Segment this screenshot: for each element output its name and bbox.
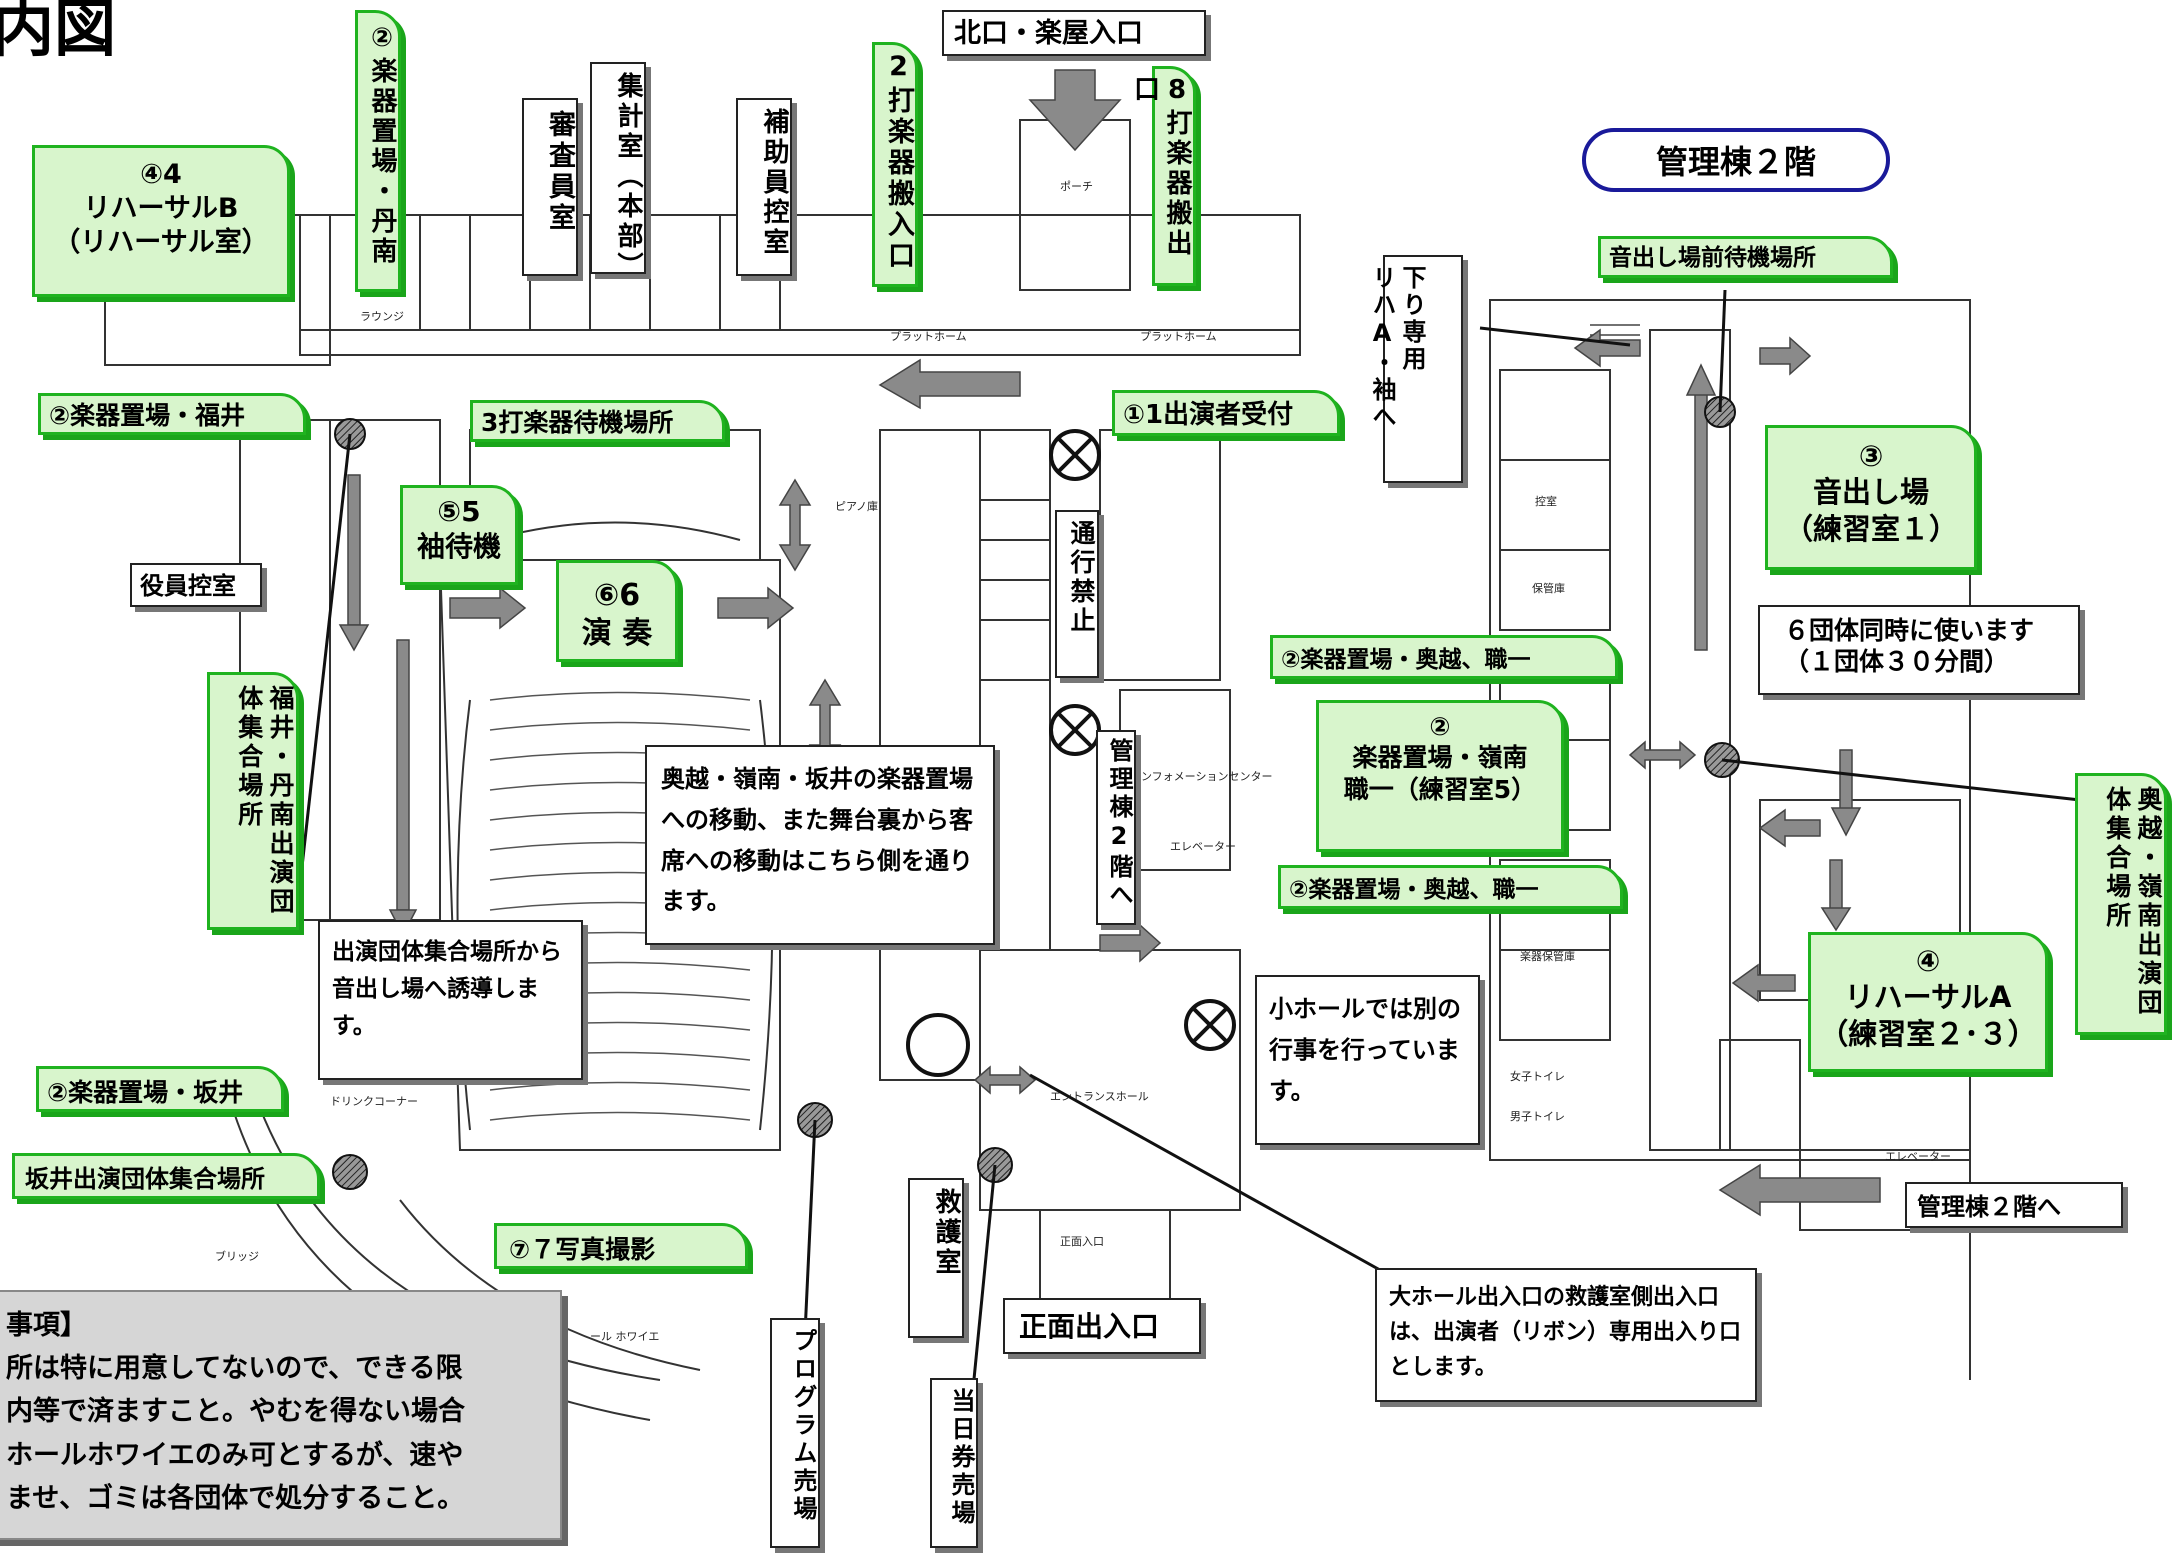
label-dagakki-wait: 3打楽器待機場所 xyxy=(470,400,725,442)
plan-label-danshi: 男子トイレ xyxy=(1510,1110,1565,1123)
label-rehearsal-b: ④4 リハーサルB （リハーサル室） xyxy=(32,145,290,297)
label-inst-reinan: ② 楽器置場・嶺南 職一（練習室5） xyxy=(1316,700,1564,852)
plan-label-bridge: ブリッジ xyxy=(215,1249,259,1263)
label-gathering-fukui-tannan: 福井・丹南出演団体集合場所 xyxy=(207,672,299,930)
label-kudari: 下り専用 xyxy=(1398,265,1426,373)
label-hall-entrance-note: 大ホール出入口の救護室側出入口は、出演者（リボン）専用出入り口とします。 xyxy=(1375,1268,1757,1402)
route-arrows xyxy=(338,69,1881,1217)
label-gathering-sakai: 坂井出演団体集合場所 xyxy=(12,1153,320,1199)
plan-label-drink: ドリンクコーナー xyxy=(330,1095,418,1108)
arrow-north-down xyxy=(1028,69,1122,152)
label-shukei: 集計室（本部） xyxy=(590,62,646,282)
label-inst-okuetsu-1: ②楽器置場・奥越、職一 xyxy=(1270,635,1618,679)
label-yakuin: 役員控室 xyxy=(130,563,262,607)
gathering-marker-sakai xyxy=(332,1154,368,1190)
label-north-gate: 北口・楽屋入口 xyxy=(942,10,1206,56)
label-gathering-okuetsu-reinan: 奥越・嶺南出演団体集合場所 xyxy=(2075,773,2167,1035)
plan-label-main-entrance: 正面入口 xyxy=(1060,1235,1104,1248)
label-inst-fukui-tannan: ②楽器置場・丹南 xyxy=(355,10,401,292)
label-guide-note: 出演団体集合場所から音出し場へ誘導します。 xyxy=(318,920,583,1080)
label-inst-sakai: ②楽器置場・坂井 xyxy=(36,1066,284,1112)
label-tsuko: 通行禁止 xyxy=(1055,510,1099,678)
label-riha-sode: リハA・袖へ xyxy=(1368,265,1396,431)
label-dagakki-out: 8打楽器搬出口 xyxy=(1130,66,1196,286)
plan-label-joshi: 女子トイレ xyxy=(1510,1069,1565,1083)
no-entry-markers xyxy=(1049,429,1236,1051)
label-sode: ⑤5 袖待機 xyxy=(400,485,518,585)
plan-label-elevator1: エレベーター xyxy=(1170,840,1236,853)
label-otodashi-wait: 音出し場前待機場所 xyxy=(1598,236,1893,278)
notice-box: 事項】 所は特に用意してないので、できる限 内等で済ますこと。やむを得ない場合 … xyxy=(0,1290,562,1540)
label-shinsa: 審査員室 xyxy=(522,98,578,276)
label-simultaneous: ６団体同時に使います （１団体３０分間） xyxy=(1758,605,2080,695)
plan-label-info: インフォメーションセンター xyxy=(1130,770,1272,783)
label-front-gate: 正面出入口 xyxy=(1003,1298,1201,1354)
label-kanri-2f-title: 管理棟２階 xyxy=(1582,128,1890,192)
plan-labels: ラウンジ ポーチ プラットホーム プラットホーム 舞台 エントランスホール 正面… xyxy=(215,180,1951,1343)
label-kanri-2f-he: 管理棟２階へ xyxy=(1905,1182,2123,1228)
plan-label-platform1: プラットホーム xyxy=(890,330,967,343)
plan-label-foyer: ール ホワイエ xyxy=(590,1330,659,1343)
label-otodashi: ③ 音出し場 （練習室１） xyxy=(1765,425,1977,570)
arrow-corridor-left xyxy=(878,358,1021,410)
label-move-note: 奥越・嶺南・坂井の楽器置場への移動、また舞台裏から客席への移動はこちら側を通りま… xyxy=(645,745,995,945)
label-tojitsu: 当日券売場 xyxy=(930,1378,978,1548)
label-hojo: 補助員控室 xyxy=(736,98,792,276)
label-ensou: ⑥6 演 奏 xyxy=(556,560,678,662)
plan-label-entrance-hall: エントランスホール xyxy=(1050,1090,1149,1103)
plan-label-hikae: 控室 xyxy=(1535,494,1557,508)
label-small-hall: 小ホールでは別の行事を行っています。 xyxy=(1255,975,1480,1145)
plan-label-hokanko: 保管庫 xyxy=(1532,581,1565,595)
hall-entrance-marker xyxy=(906,1013,970,1077)
plan-label-piano: ピアノ庫 xyxy=(835,499,878,513)
label-dagakki-in: 2打楽器搬入口 xyxy=(872,42,918,287)
plan-label-lounge: ラウンジ xyxy=(360,310,404,323)
plan-label-elevator2: エレベーター xyxy=(1885,1150,1951,1163)
label-kyugo: 救護室 xyxy=(908,1178,964,1338)
label-kanri-2f-vertical: 管理棟2階へ xyxy=(1096,730,1136,925)
label-reception: ①1出演者受付 xyxy=(1112,390,1340,436)
label-inst-okuetsu-2: ②楽器置場・奥越、職一 xyxy=(1278,865,1623,909)
label-program: プログラム売場 xyxy=(770,1318,820,1548)
label-photo: ⑦７写真撮影 xyxy=(494,1223,748,1269)
label-inst-fukui: ②楽器置場・福井 xyxy=(38,393,306,435)
page-title: 内図 xyxy=(0,0,117,65)
label-rehearsal-a: ④ リハーサルA （練習室２･３） xyxy=(1808,932,2048,1072)
plan-label-gakkihokan: 楽器保管庫 xyxy=(1520,949,1575,963)
plan-label-platform2: プラットホーム xyxy=(1140,330,1217,343)
plan-label-porch: ポーチ xyxy=(1060,180,1093,193)
label-kudari-riha: 下り専用 リハA・袖へ xyxy=(1368,255,1463,483)
